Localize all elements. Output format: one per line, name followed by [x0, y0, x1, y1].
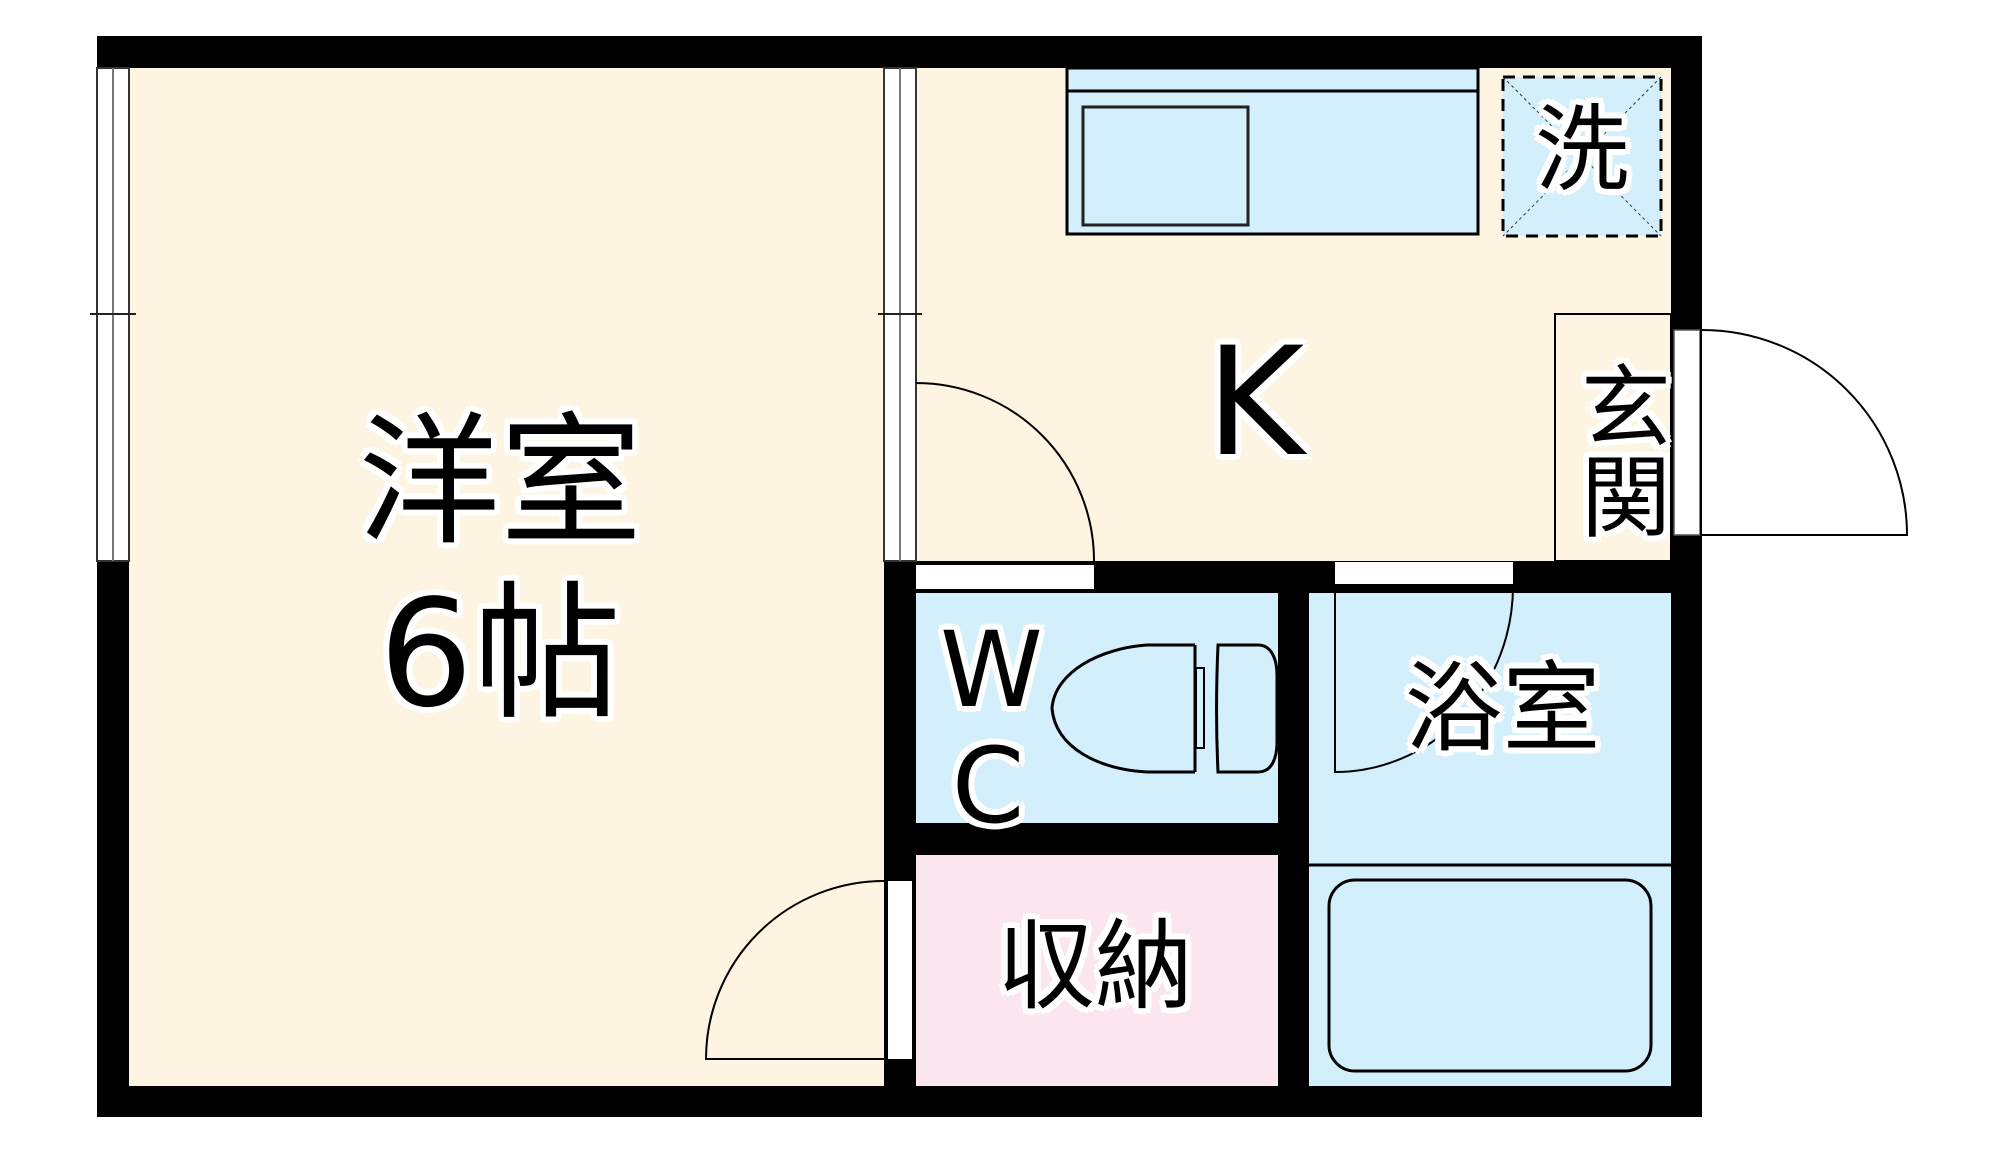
toilet — [1050, 643, 1279, 774]
western-room-window — [90, 67, 136, 562]
sink — [1081, 105, 1250, 227]
toilet-label-c: C — [951, 725, 1025, 848]
partition-sliding-door — [878, 67, 922, 562]
bathroom-door[interactable] — [1334, 562, 1514, 774]
toilet-label: W C — [940, 609, 1043, 848]
storage-label: 収納 — [996, 910, 1193, 1024]
bathtub — [1327, 878, 1653, 1073]
entrance-label: 玄関 — [1565, 360, 1670, 540]
kitchen-counter — [1065, 66, 1480, 236]
western-room-floor — [129, 68, 884, 1086]
kitchen-to-wc-door[interactable] — [915, 382, 1095, 589]
toilet-label-w: W — [940, 609, 1043, 731]
washer-label: 洗 — [1534, 96, 1629, 205]
storage-floor — [916, 855, 1278, 1086]
bathroom-label: 浴室 — [1404, 652, 1601, 766]
kitchen-label: K — [1205, 316, 1305, 490]
entrance-step — [1554, 313, 1672, 562]
western-room-size-label: 6帖 — [378, 568, 622, 740]
western-room-label: 洋室 — [358, 400, 642, 565]
storage-door[interactable] — [704, 880, 912, 1060]
entrance-door[interactable] — [1673, 329, 1909, 536]
washer-space — [1501, 75, 1663, 238]
